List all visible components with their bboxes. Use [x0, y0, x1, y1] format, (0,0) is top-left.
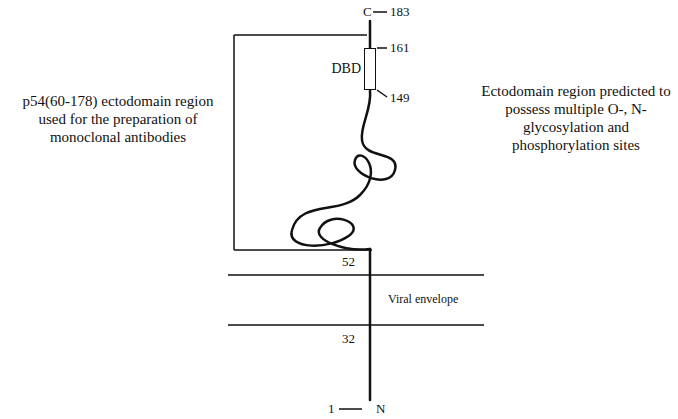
domain-box: DBD	[364, 48, 376, 90]
tick-line	[377, 47, 387, 49]
callout-number: 161	[390, 40, 430, 56]
envelope-line	[228, 274, 484, 276]
callout-number: 149	[390, 90, 430, 106]
callout-number: C	[363, 4, 383, 20]
protein-chain	[369, 21, 372, 48]
envelope-line	[228, 324, 484, 326]
annotation-text: Ectodomain region predicted to possess m…	[478, 82, 674, 154]
tick-line	[377, 90, 387, 97]
callout-number: 1	[328, 401, 340, 417]
domain-label: DBD	[331, 61, 361, 77]
callout-number: 52	[342, 254, 366, 270]
annotation-text: p54(60-178) ectodomain region used for t…	[8, 92, 228, 146]
protein-chain	[369, 249, 372, 400]
region-label: Viral envelope	[388, 292, 480, 306]
tick-line	[373, 11, 387, 13]
bracket-line	[234, 34, 367, 36]
callout-number: 183	[390, 4, 430, 20]
ectodomain-chain	[291, 90, 395, 249]
tick-line	[339, 408, 362, 410]
bracket-line	[233, 35, 235, 250]
callout-number: N	[376, 401, 396, 417]
callout-number: 32	[342, 331, 366, 347]
